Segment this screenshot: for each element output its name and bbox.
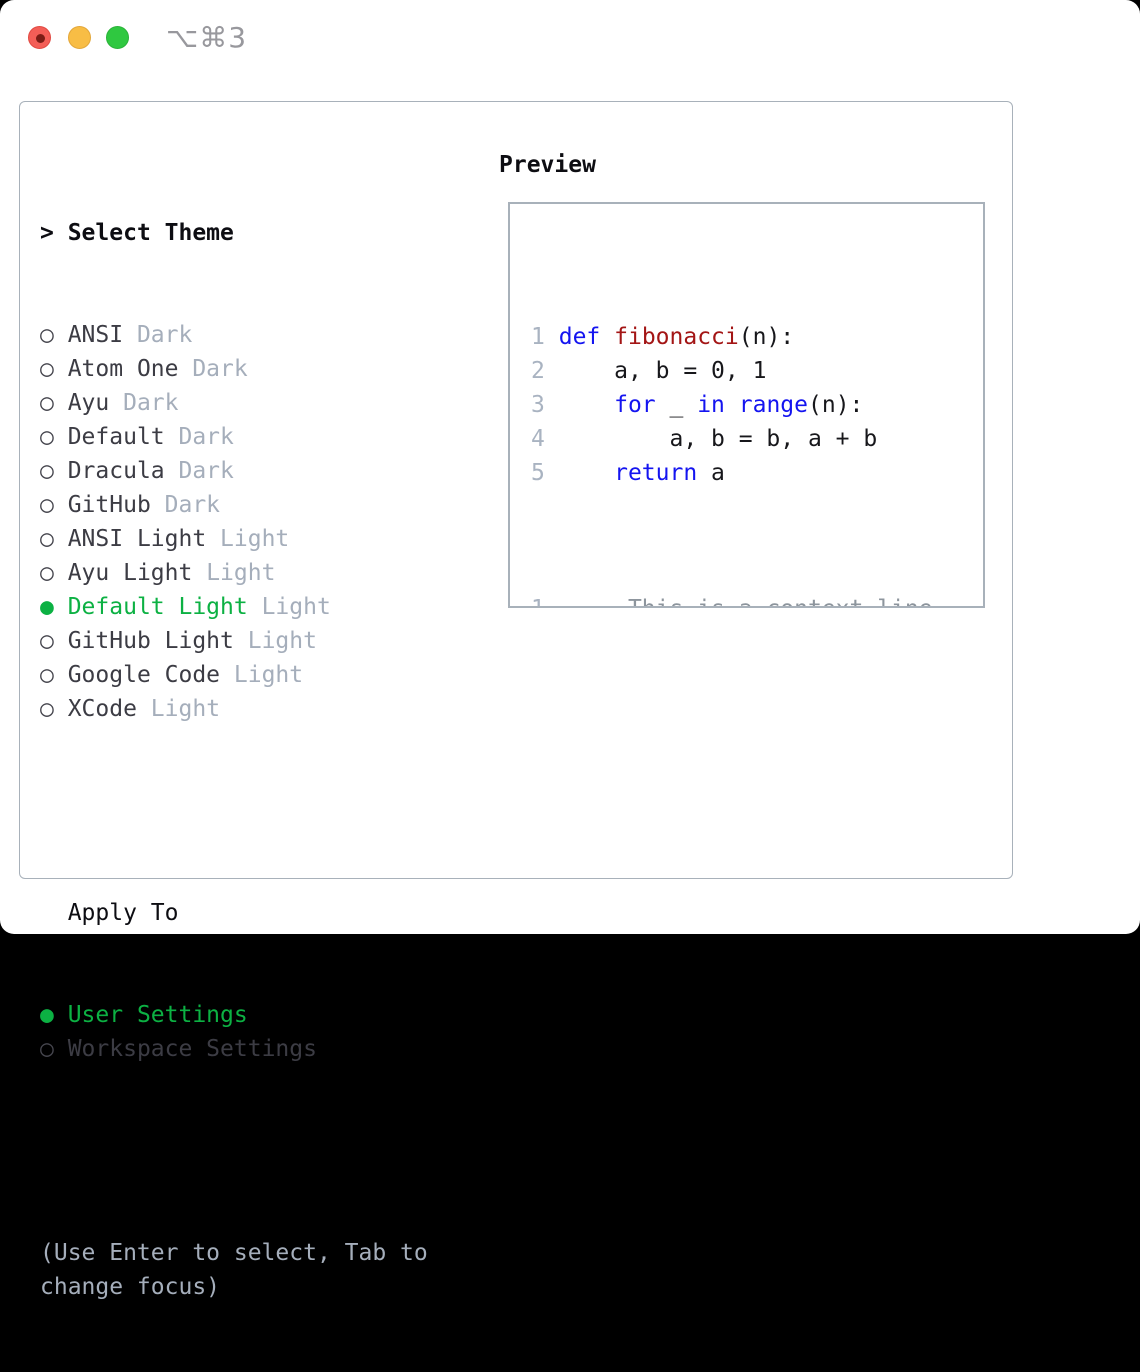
theme-option-dracula[interactable]: ○ Dracula Dark <box>40 454 428 488</box>
theme-variant: Dark <box>150 492 221 518</box>
spacer <box>40 794 428 828</box>
apply-to-list: ● User Settings○ Workspace Settings <box>40 998 428 1066</box>
line-number: 4 <box>531 426 545 452</box>
theme-option-default[interactable]: ○ Default Dark <box>40 420 428 454</box>
theme-name: Atom One <box>53 356 179 382</box>
radio-unselected-icon: ○ <box>40 560 54 586</box>
select-theme-title: > Select Theme <box>40 216 428 250</box>
preview-title: Preview <box>499 152 596 178</box>
theme-name: Dracula <box>53 458 165 484</box>
radio-selected-icon: ● <box>40 1002 54 1028</box>
diff-preview: 1 This is a context line.2 - This line w… <box>531 592 983 606</box>
code-line: 1 def fibonacci(n): <box>531 324 795 350</box>
radio-unselected-icon: ○ <box>40 458 54 484</box>
theme-name: ANSI Light <box>53 526 207 552</box>
maximize-button[interactable] <box>106 26 129 49</box>
theme-name: GitHub <box>53 492 151 518</box>
theme-name: ANSI <box>53 322 124 348</box>
theme-name: GitHub Light <box>53 628 234 654</box>
hint-line: change focus) <box>40 1274 221 1300</box>
line-number: 2 <box>531 358 545 384</box>
theme-option-atom-one[interactable]: ○ Atom One Dark <box>40 352 428 386</box>
code-line: 3 for _ in range(n): <box>531 392 864 418</box>
radio-unselected-icon: ○ <box>40 526 54 552</box>
theme-option-google-code[interactable]: ○ Google Code Light <box>40 658 428 692</box>
theme-variant: Dark <box>164 424 234 450</box>
theme-variant: Dark <box>178 356 248 382</box>
theme-option-ansi-light[interactable]: ○ ANSI Light Light <box>40 522 428 556</box>
radio-unselected-icon: ○ <box>40 424 54 450</box>
line-number: 3 <box>531 392 545 418</box>
spacer <box>40 1134 428 1168</box>
radio-unselected-icon: ○ <box>40 356 54 382</box>
app-window: ⌥⌘3 > Select Theme ○ ANSI Dark○ Atom One… <box>0 0 1140 1300</box>
apply-to-title: Apply To <box>67 900 179 926</box>
theme-variant: Dark <box>164 458 234 484</box>
line-number: 1 <box>531 596 545 606</box>
radio-unselected-icon: ○ <box>40 662 54 688</box>
cursor-prefix: > <box>40 220 68 246</box>
apply-option-label: User Settings <box>53 1002 248 1028</box>
code-preview: 1 def fibonacci(n): 2 a, b = 0, 1 3 for _ … <box>531 320 983 490</box>
theme-name: Ayu <box>53 390 110 416</box>
theme-variant: Light <box>233 628 317 654</box>
theme-variant: Light <box>136 696 221 722</box>
close-button[interactable] <box>28 26 51 49</box>
hint-text: (Use Enter to select, Tab to change focus… <box>40 1236 428 1304</box>
radio-selected-icon: ● <box>40 594 54 620</box>
hint-line: (Use Enter to select, Tab to <box>40 1240 428 1266</box>
theme-option-default-light[interactable]: ● Default Light Light <box>40 590 428 624</box>
theme-variant: Light <box>220 662 304 688</box>
radio-unselected-icon: ○ <box>40 492 54 518</box>
apply-option-user-settings[interactable]: ● User Settings <box>40 998 428 1032</box>
line-number: 1 <box>531 324 545 350</box>
theme-option-github-light[interactable]: ○ GitHub Light Light <box>40 624 428 658</box>
theme-name: Default Light <box>53 594 248 620</box>
code-line: 2 a, b = 0, 1 <box>531 358 767 384</box>
diff-text: This is a context line. <box>628 596 947 606</box>
apply-option-label: Workspace Settings <box>53 1036 317 1062</box>
theme-name: Google Code <box>53 662 221 688</box>
code-line: 4 a, b = b, a + b <box>531 426 878 452</box>
theme-option-ansi[interactable]: ○ ANSI Dark <box>40 318 428 352</box>
radio-unselected-icon: ○ <box>40 390 54 416</box>
theme-option-github[interactable]: ○ GitHub Dark <box>40 488 428 522</box>
theme-variant: Dark <box>123 322 193 348</box>
apply-option-workspace-settings[interactable]: ○ Workspace Settings <box>40 1032 428 1066</box>
keyboard-shortcut-label: ⌥⌘3 <box>166 21 248 54</box>
close-button-dot <box>36 34 45 43</box>
theme-variant: Light <box>192 560 276 586</box>
theme-variant: Dark <box>109 390 179 416</box>
theme-name: Default <box>53 424 165 450</box>
theme-variant: Light <box>206 526 290 552</box>
titlebar: ⌥⌘3 <box>0 0 1140 76</box>
radio-unselected-icon: ○ <box>40 1036 54 1062</box>
line-number: 5 <box>531 460 545 486</box>
theme-select-dialog: > Select Theme ○ ANSI Dark○ Atom One Dar… <box>19 101 1013 1300</box>
diff-line-context: 1 This is a context line. <box>531 592 983 606</box>
preview-pane: 1 def fibonacci(n): 2 a, b = 0, 1 3 for _ … <box>508 202 985 608</box>
select-theme-title-text: Select Theme <box>67 220 234 246</box>
theme-name: Ayu Light <box>53 560 193 586</box>
radio-unselected-icon: ○ <box>40 696 54 722</box>
theme-option-xcode[interactable]: ○ XCode Light <box>40 692 428 726</box>
theme-option-ayu[interactable]: ○ Ayu Dark <box>40 386 428 420</box>
theme-list-column: > Select Theme ○ ANSI Dark○ Atom One Dar… <box>40 148 428 1372</box>
minimize-button[interactable] <box>68 26 91 49</box>
radio-unselected-icon: ○ <box>40 322 54 348</box>
theme-option-ayu-light[interactable]: ○ Ayu Light Light <box>40 556 428 590</box>
code-line: 5 return a <box>531 460 725 486</box>
theme-list: ○ ANSI Dark○ Atom One Dark○ Ayu Dark○ De… <box>40 318 428 726</box>
theme-variant: Light <box>247 594 331 620</box>
radio-unselected-icon: ○ <box>40 628 54 654</box>
theme-name: XCode <box>53 696 137 722</box>
